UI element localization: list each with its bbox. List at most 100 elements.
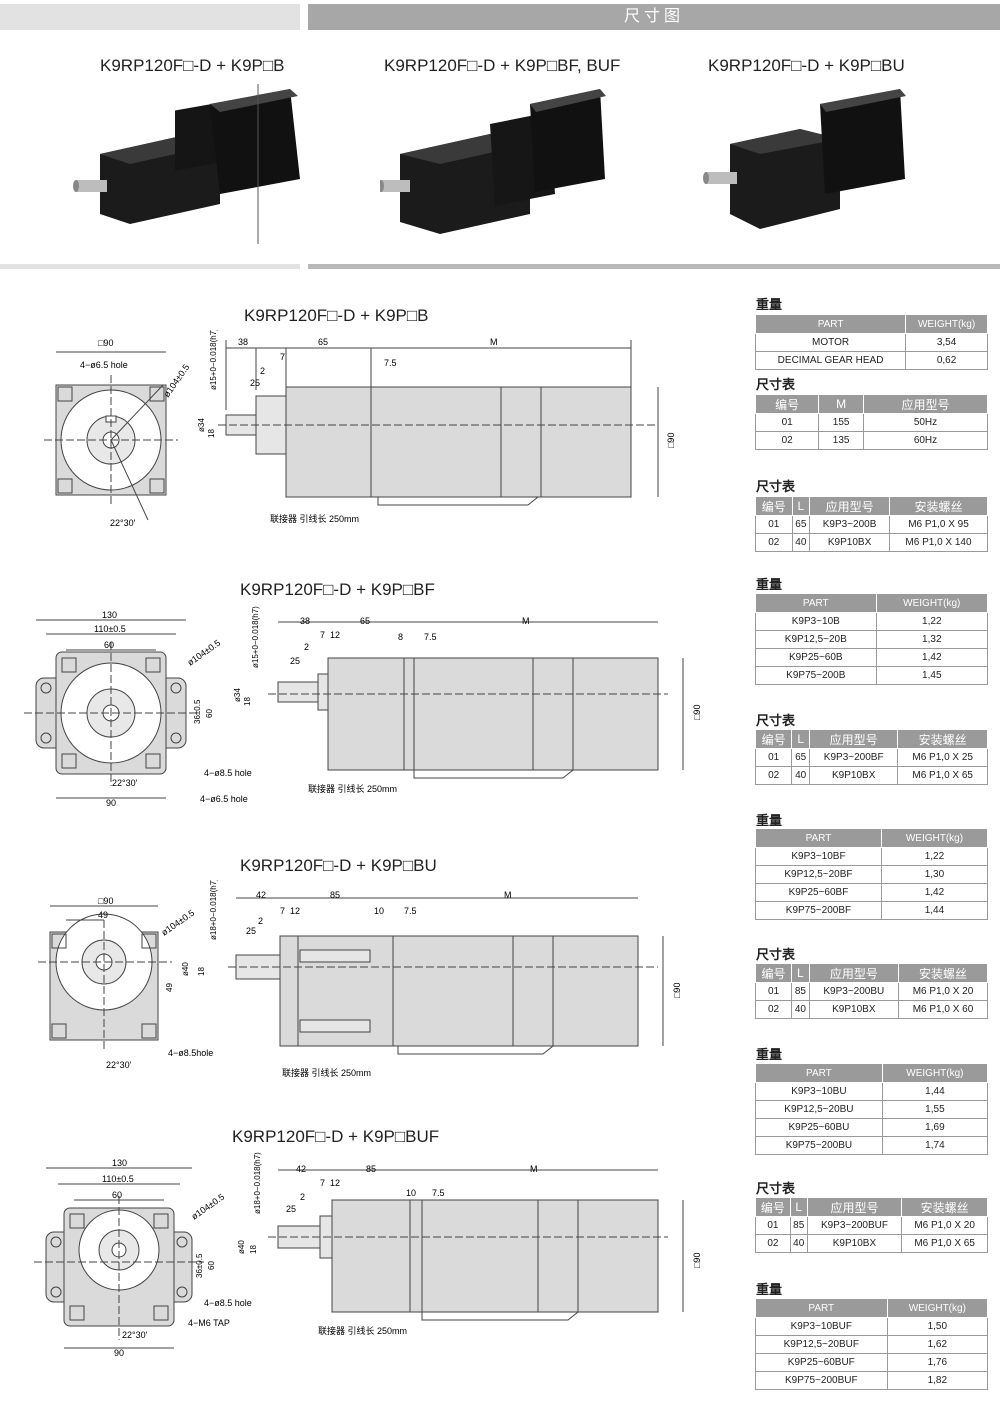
drawing-bf: 130 110±0.5 60 ø104±0.5 36±0.5 60 4−ø8.5… [24,606,702,806]
label-36: 36±0.5 [193,699,202,724]
label-60: 60 [104,640,114,650]
weight-label-bf: 重量 [756,577,783,592]
label-42: 42 [296,1164,306,1174]
label-shaft: ø15+0−0.018(h7) [209,330,218,390]
dim2-label-b: 尺寸表 [756,479,796,494]
drawing-b: □90 4−ø6.5 hole ø104±0.5 22°30' ø15+0−0.… [44,330,676,528]
label-M: M [522,616,530,626]
label-hole65: 4−ø6.5 hole [200,794,248,804]
label-38: 38 [238,337,248,347]
label-shaft: ø18+0−0.018(h7) [253,1152,262,1214]
label-90: 90 [114,1348,124,1358]
label-pcd: ø104±0.5 [161,362,191,399]
label-25: 25 [246,926,256,936]
dim-label-b: 尺寸表 [756,377,796,392]
header-bar-left [0,4,300,30]
label-12: 12 [330,630,340,640]
model-title-b: K9RP120F□-D + K9P□B [100,56,285,75]
label-cable: 联接器 引线长 250mm [282,1067,371,1078]
label-12: 12 [290,906,300,916]
label-hole: 4−ø8.5hole [168,1048,213,1058]
label-60v: 60 [207,1261,216,1270]
label-side90: □90 [692,705,702,720]
dim-label-buf: 尺寸表 [756,1181,796,1196]
label-2: 2 [258,916,263,926]
label-angle: 22°30' [106,1060,132,1070]
dim-label-bf: 尺寸表 [756,713,796,728]
label-7-5: 7.5 [404,906,417,916]
label-7-5: 7.5 [384,358,397,368]
divider-left [0,264,300,269]
label-M: M [530,1164,538,1174]
label-7: 7 [280,352,285,362]
label-cable: 联接器 引线长 250mm [318,1325,407,1336]
label-side90: □90 [666,433,676,448]
label-sq90: □90 [98,338,113,348]
label-42: 42 [256,890,266,900]
label-25: 25 [286,1204,296,1214]
motor-photo-bf [380,89,606,234]
label-2: 2 [304,642,309,652]
label-60v: 60 [205,709,214,718]
label-40: ø40 [237,1240,246,1254]
label-65: 65 [318,337,328,347]
label-7: 7 [280,906,285,916]
dim-label-bu: 尺寸表 [756,947,796,962]
label-49v: 49 [165,983,174,992]
label-49: 49 [98,910,108,920]
section-title-b: K9RP120F□-D + K9P□B [244,306,429,325]
drawing-bu: □90 49 ø104±0.5 ø40 18 49 4−ø8.5hole 22°… [38,880,682,1078]
label-hole85: 4−ø8.5 hole [204,1298,252,1308]
label-side90: □90 [692,1253,702,1268]
motor-photo-bu [703,89,906,229]
label-40: ø40 [181,962,190,976]
label-key: 18 [243,697,252,706]
label-130: 130 [112,1158,127,1168]
label-pcd: ø104±0.5 [189,1192,226,1222]
weight2-label-buf: 重量 [756,1282,783,1297]
label-cable: 联接器 引线长 250mm [270,513,359,524]
label-90: 90 [106,798,116,806]
label-shaft: ø18+0−0.018(h7) [209,880,218,940]
label-130: 130 [102,610,117,620]
label-2: 2 [300,1192,305,1202]
label-side90: □90 [672,983,682,998]
label-60: 60 [112,1190,122,1200]
label-12: 12 [330,1178,340,1188]
label-85: 85 [366,1164,376,1174]
label-boss: ø34 [233,688,242,702]
weight-label-buf: 重量 [756,1047,783,1062]
label-shaft: ø15+0−0.018(h7) [251,606,260,668]
motor-photo-b [73,84,300,244]
